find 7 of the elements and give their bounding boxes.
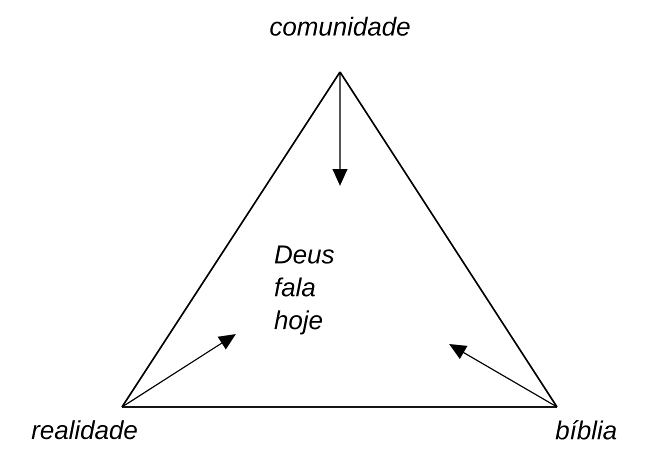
- triangle-side: [339, 72, 558, 408]
- vertex-label: comunidade: [270, 16, 410, 36]
- triangle-side: [121, 72, 341, 408]
- vertex-label: bíblia: [556, 420, 616, 440]
- center-text: Deus fala hoje: [274, 246, 334, 334]
- triangle-side: [122, 406, 557, 408]
- vertex-label: realidade: [32, 420, 137, 440]
